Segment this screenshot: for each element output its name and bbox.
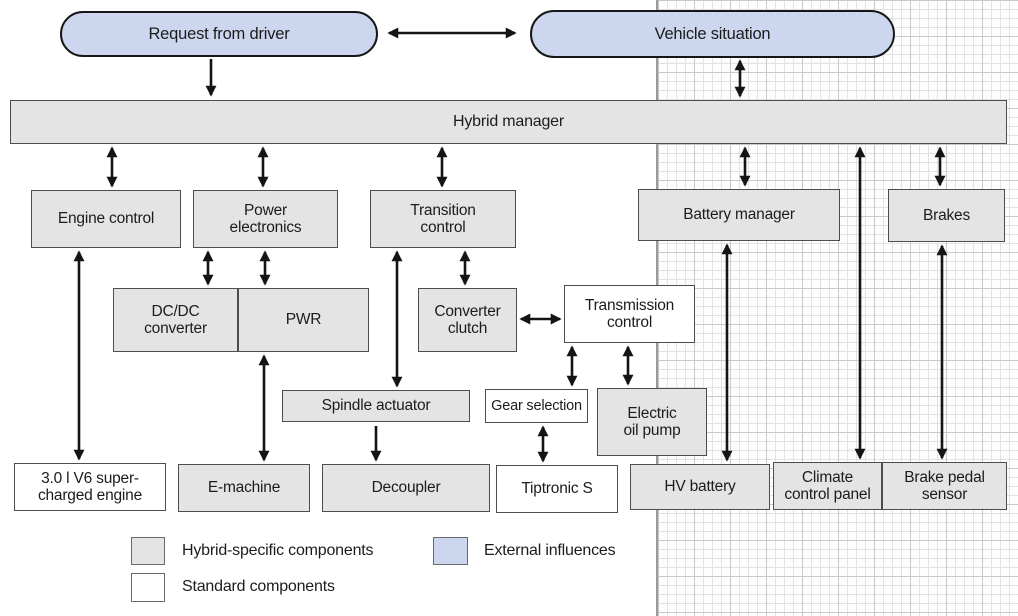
legend-label-hybrid-specific: Hybrid-specific components <box>182 542 374 559</box>
node-transmission-control: Transmission control <box>564 285 695 343</box>
node-request-from-driver: Request from driver <box>60 11 378 57</box>
node-hybrid-manager: Hybrid manager <box>10 100 1007 144</box>
node-e-machine: E-machine <box>178 464 310 512</box>
legend-swatch-hybrid-specific <box>131 537 165 565</box>
legend-label-external: External influences <box>484 542 616 559</box>
node-decoupler: Decoupler <box>322 464 490 512</box>
node-hv-battery: HV battery <box>630 464 770 510</box>
legend-swatch-external <box>433 537 468 565</box>
node-brakes: Brakes <box>888 189 1005 242</box>
node-power-electronics: Power electronics <box>193 190 338 248</box>
node-engine: 3.0 l V6 super- charged engine <box>14 463 166 511</box>
graph-paper-background <box>656 0 1018 616</box>
node-tiptronic-s: Tiptronic S <box>496 465 618 513</box>
node-pwr: PWR <box>238 288 369 352</box>
node-dcdc-converter: DC/DC converter <box>113 288 238 352</box>
node-engine-control: Engine control <box>31 190 181 248</box>
node-vehicle-situation: Vehicle situation <box>530 10 895 58</box>
node-climate-control-panel: Climate control panel <box>773 462 882 510</box>
node-converter-clutch: Converter clutch <box>418 288 517 352</box>
node-gear-selection: Gear selection <box>485 389 588 423</box>
node-spindle-actuator: Spindle actuator <box>282 390 470 422</box>
node-battery-manager: Battery manager <box>638 189 840 241</box>
node-transition-control: Transition control <box>370 190 516 248</box>
legend-label-standard: Standard components <box>182 578 335 595</box>
node-electric-oil-pump: Electric oil pump <box>597 388 707 456</box>
legend-swatch-standard <box>131 573 165 602</box>
node-brake-pedal-sensor: Brake pedal sensor <box>882 462 1007 510</box>
